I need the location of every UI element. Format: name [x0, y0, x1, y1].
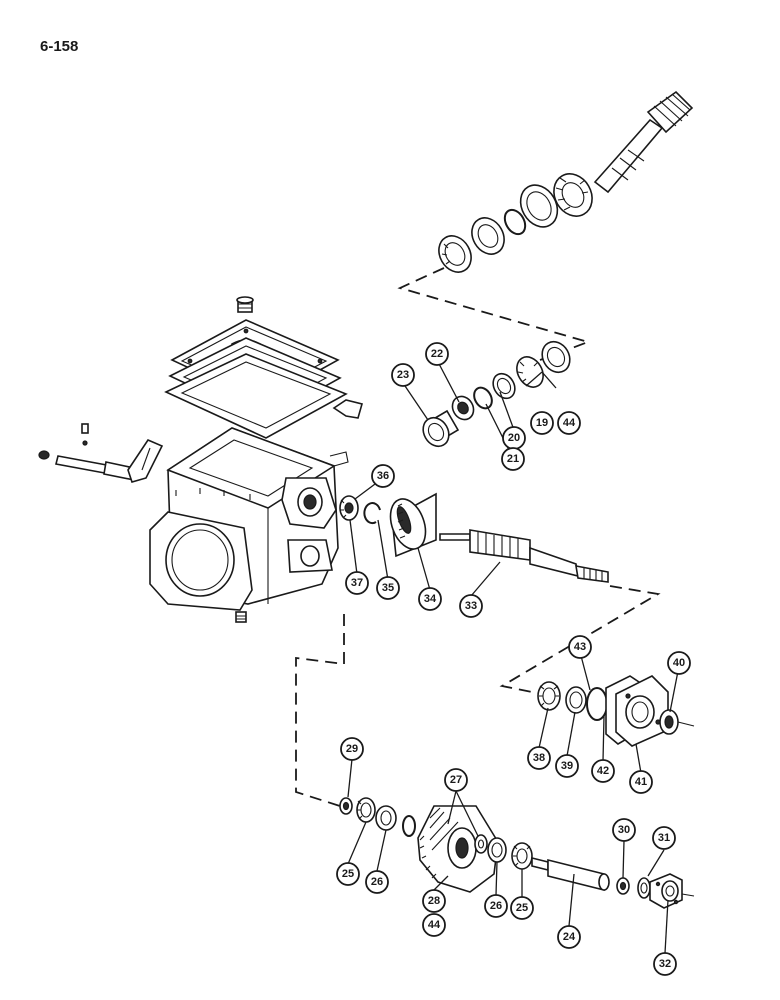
svg-text:26: 26 [371, 876, 383, 888]
callout-20: 20 [502, 426, 526, 450]
svg-text:20: 20 [508, 432, 520, 444]
callout-41: 41 [629, 770, 653, 794]
svg-text:26: 26 [490, 900, 502, 912]
svg-text:38: 38 [533, 752, 545, 764]
bearing-25a [356, 797, 376, 823]
bearing-cup-top [519, 184, 559, 228]
svg-text:29: 29 [346, 743, 358, 755]
svg-text:25: 25 [342, 868, 354, 880]
callout-36: 36 [371, 464, 395, 488]
svg-text:30: 30 [618, 824, 630, 836]
washer-29 [339, 797, 353, 815]
race-22 [451, 395, 475, 421]
cup-26a [375, 805, 397, 831]
cup-26b [487, 837, 507, 863]
svg-text:25: 25 [516, 902, 528, 914]
svg-text:19: 19 [536, 417, 548, 429]
snap-ring-35 [363, 502, 381, 525]
ring-21 [473, 386, 493, 410]
transmission-housing [149, 427, 349, 623]
callout-44: 44 [557, 411, 581, 435]
ring-43 [586, 687, 608, 721]
svg-text:44: 44 [563, 417, 576, 429]
callout-22: 22 [425, 342, 449, 366]
callout-26: 26 [365, 870, 389, 894]
svg-text:32: 32 [659, 958, 671, 970]
input-shaft [593, 90, 694, 194]
svg-text:21: 21 [507, 453, 519, 465]
svg-text:36: 36 [377, 470, 389, 482]
svg-text:41: 41 [635, 776, 647, 788]
shaft-33 [439, 529, 609, 583]
callout-29: 29 [340, 737, 364, 761]
svg-text:33: 33 [465, 600, 477, 612]
page-number: 6-158 [40, 38, 79, 55]
bracket-small [332, 399, 363, 419]
callout-19: 19 [530, 411, 554, 435]
svg-text:37: 37 [351, 577, 363, 589]
callout-44-lower: 44 [422, 913, 446, 937]
callout-30: 30 [612, 818, 636, 842]
callout-23: 23 [391, 363, 415, 387]
callout-26-lower: 26 [484, 894, 508, 918]
svg-text:34: 34 [424, 593, 437, 605]
svg-text:43: 43 [574, 641, 586, 653]
callout-28: 28 [422, 889, 446, 913]
callout-37: 37 [345, 571, 369, 595]
seal-31 [637, 877, 651, 899]
bearing-23 [422, 409, 460, 448]
bearing-25b [511, 842, 533, 870]
cap-32 [649, 873, 695, 909]
seal-40 [659, 709, 695, 735]
shaft-24 [531, 856, 610, 892]
svg-text:44: 44 [428, 919, 441, 931]
callout-27: 27 [444, 768, 468, 792]
svg-text:27: 27 [450, 774, 462, 786]
callout-39: 39 [555, 754, 579, 778]
ring-gear-28 [417, 805, 499, 893]
callout-34: 34 [418, 587, 442, 611]
washer-27 [474, 834, 488, 854]
breather-plug [236, 296, 254, 313]
svg-text:28: 28 [428, 895, 440, 907]
callout-40: 40 [667, 651, 691, 675]
svg-text:35: 35 [382, 582, 394, 594]
ring-30 [616, 877, 630, 895]
snap-ring-top [503, 208, 527, 236]
bearing-19-44 [516, 340, 571, 388]
callout-25: 25 [336, 862, 360, 886]
callout-21: 21 [501, 447, 525, 471]
callout-25-lower: 25 [510, 896, 534, 920]
dashed-link-bottom [295, 614, 345, 807]
washer-20 [492, 372, 516, 400]
svg-text:24: 24 [563, 931, 576, 943]
bearing-cup-mid [471, 217, 505, 255]
callout-35: 35 [376, 576, 400, 600]
shift-rod-assembly [38, 423, 164, 483]
svg-text:42: 42 [597, 765, 609, 777]
callout-43: 43 [568, 635, 592, 659]
bearing-38 [537, 681, 561, 711]
bearing-cone-top [438, 235, 472, 273]
cup-39 [565, 686, 587, 714]
bearing-37 [339, 495, 359, 521]
svg-text:22: 22 [431, 348, 443, 360]
svg-text:23: 23 [397, 369, 409, 381]
svg-text:39: 39 [561, 760, 573, 772]
callout-42: 42 [591, 759, 615, 783]
tapered-bearing-top [553, 173, 593, 217]
callout-31: 31 [652, 826, 676, 850]
callout-32: 32 [653, 952, 677, 976]
ring-left [402, 815, 416, 837]
svg-text:31: 31 [658, 832, 670, 844]
housing-42-41 [605, 675, 669, 747]
gear-34 [389, 492, 437, 558]
callout-38: 38 [527, 746, 551, 770]
gasket-lower [164, 353, 348, 439]
callout-33: 33 [459, 594, 483, 618]
callout-24: 24 [557, 925, 581, 949]
svg-text:40: 40 [673, 657, 685, 669]
